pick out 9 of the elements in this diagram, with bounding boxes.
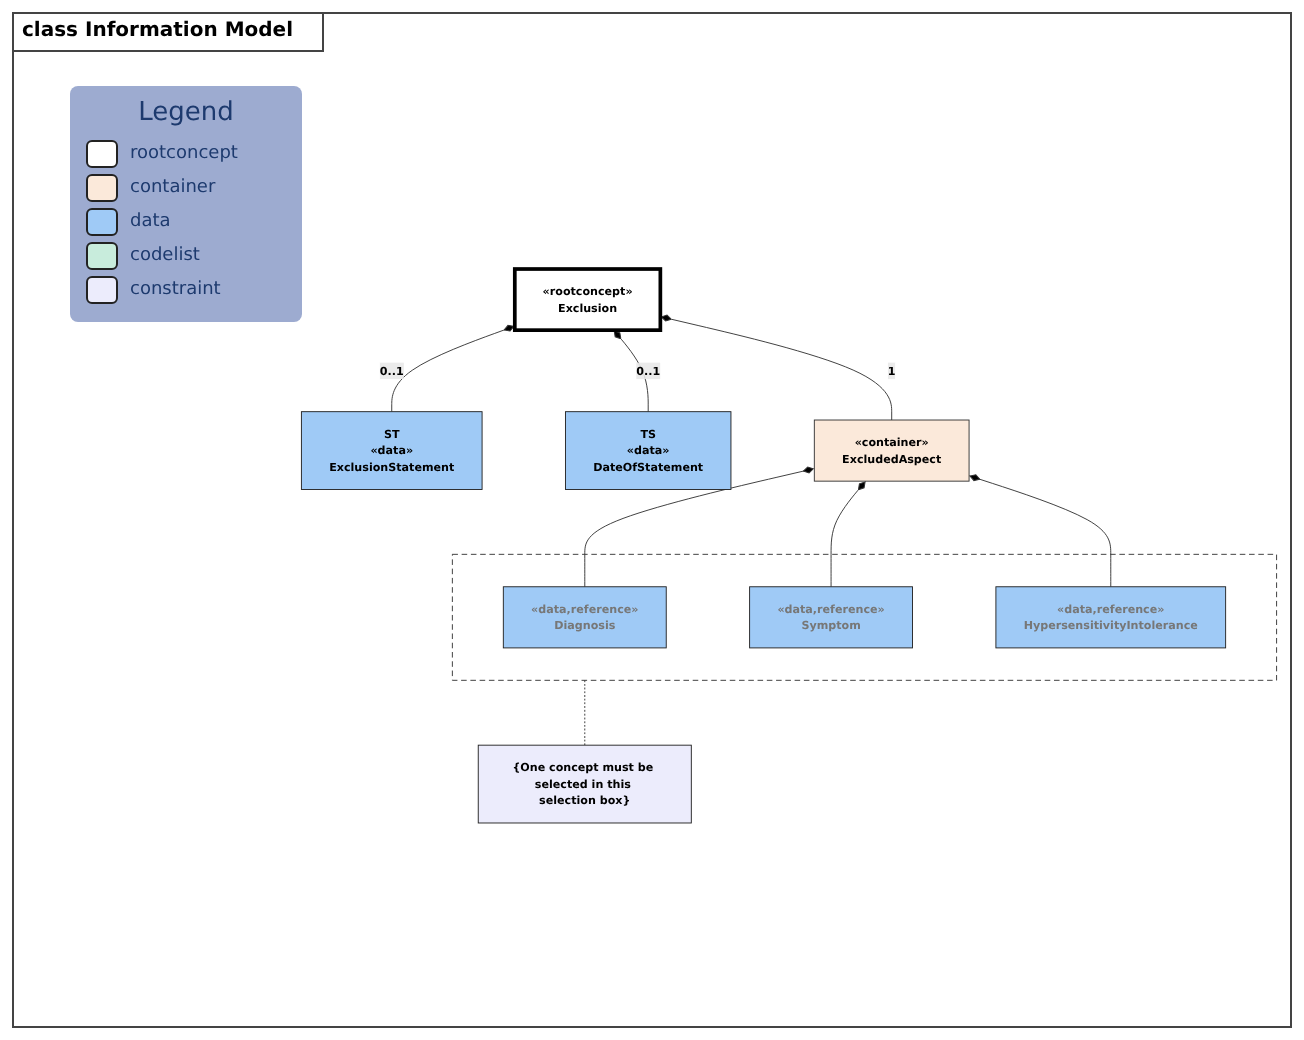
connector bbox=[584, 679, 586, 746]
cluster bbox=[451, 553, 1278, 681]
legend-label: data bbox=[130, 212, 171, 232]
legend-label: rootconcept bbox=[130, 144, 238, 164]
legend-label: codelist bbox=[130, 246, 200, 266]
frame-title: class Information Model bbox=[14, 14, 324, 52]
legend-heading: Legend bbox=[136, 98, 236, 128]
legend-label: constraint bbox=[130, 280, 221, 300]
legend-label: container bbox=[130, 178, 216, 198]
